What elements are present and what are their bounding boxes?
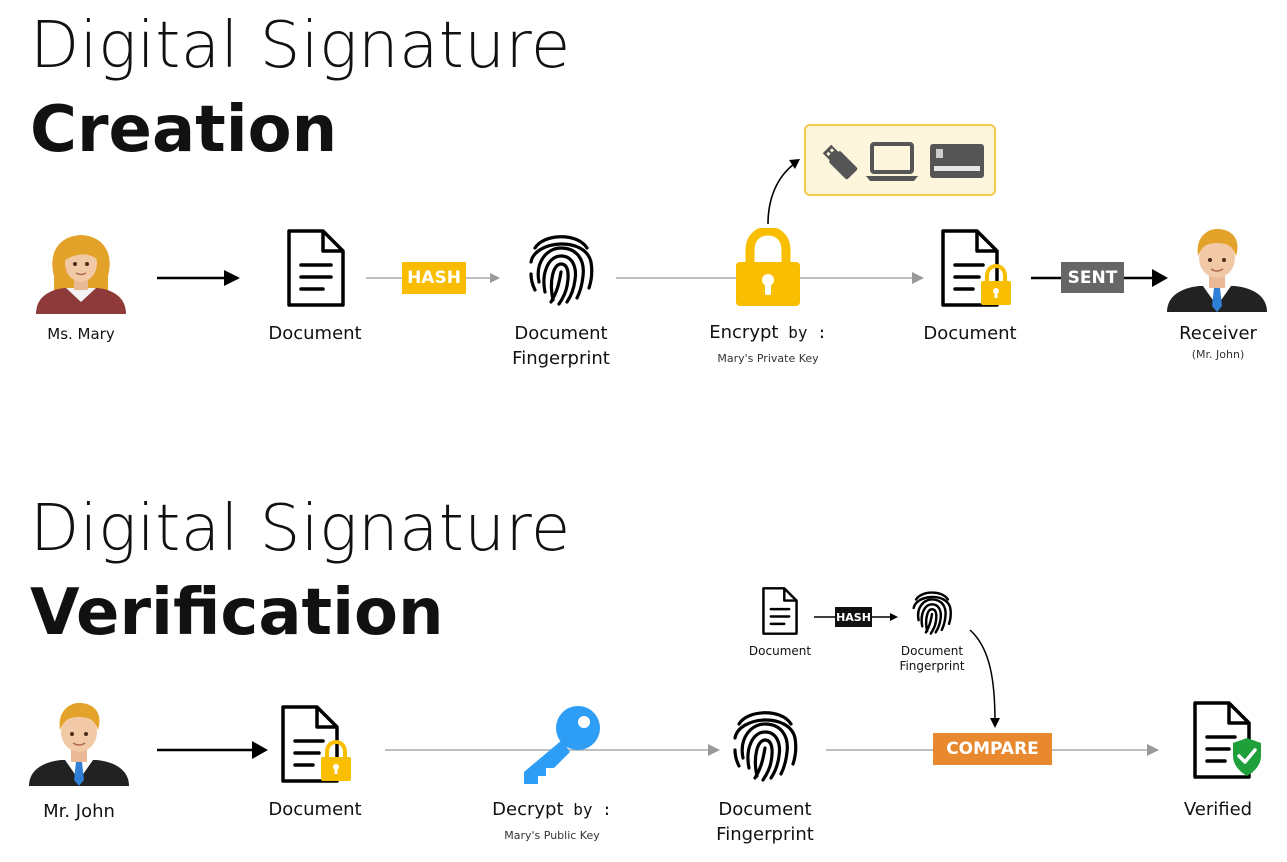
compare-tag: COMPARE (933, 733, 1052, 765)
public-key-node (518, 702, 604, 788)
arrow-lock-to-devices (767, 163, 795, 225)
side-hash-tag: HASH (835, 607, 872, 627)
side-fingerprint-line1: Document (900, 644, 964, 658)
encrypt-text: Encrypt (709, 322, 779, 343)
receiver-label: Receiver (1179, 323, 1257, 344)
fingerprint-label-line1: Document (514, 323, 608, 344)
decrypt-text: Decrypt (492, 799, 564, 820)
fingerprint-label-line2: Fingerprint (512, 348, 610, 369)
usb-drive-icon (822, 144, 858, 180)
arrow-side-fingerprint-to-compare (969, 629, 996, 723)
mr-john-label: Mr. John (43, 801, 115, 822)
encrypt-by-text: by : (788, 323, 827, 342)
document-icon (762, 587, 798, 635)
verification-fingerprint-line2: Fingerprint (716, 824, 814, 845)
decrypt-label: Decrypt by : (474, 799, 630, 820)
verification-fingerprint-label: Document Fingerprint (700, 797, 830, 847)
verification-document-node (279, 704, 353, 784)
mr-john-avatar (29, 700, 129, 786)
document-label: Document (268, 323, 362, 344)
document-icon (287, 229, 345, 307)
fingerprint-icon (912, 591, 953, 635)
document-node (285, 228, 347, 308)
man-icon (1167, 228, 1267, 312)
verified-document-node (1191, 700, 1265, 780)
receiver-avatar (1167, 226, 1267, 312)
laptop-icon (866, 142, 918, 181)
side-document-label: Document (748, 644, 812, 658)
encrypt-label: Encrypt by : (690, 322, 846, 343)
verification-fingerprint-line1: Document (718, 799, 812, 820)
locked-document-icon (941, 229, 1011, 307)
side-fingerprint-label: Document Fingerprint (892, 644, 972, 674)
creation-title-light: Digital Signature (30, 9, 571, 83)
public-key-label: Mary's Public Key (504, 829, 600, 842)
side-document-node (761, 586, 799, 636)
verification-fingerprint-node (729, 702, 801, 784)
lock-node (733, 228, 803, 308)
verified-document-icon (1193, 701, 1261, 779)
fingerprint-node (525, 226, 597, 308)
ms-mary-label: Ms. Mary (47, 325, 115, 343)
hash-tag: HASH (402, 262, 466, 294)
woman-icon (36, 235, 126, 314)
decrypt-by-text: by : (573, 800, 612, 819)
signed-document-label: Document (923, 323, 1017, 344)
verification-title-light: Digital Signature (30, 492, 571, 566)
verification-document-label: Document (268, 799, 362, 820)
side-fingerprint-line2: Fingerprint (899, 659, 965, 673)
signed-document-node (939, 228, 1013, 308)
lock-icon (736, 228, 800, 306)
fingerprint-icon (529, 235, 594, 306)
receiver-name-label: (Mr. John) (1191, 348, 1245, 361)
verified-label: Verified (1183, 799, 1253, 820)
private-key-label: Mary's Private Key (717, 352, 819, 365)
sent-tag: SENT (1061, 262, 1124, 293)
man-icon (29, 702, 129, 786)
locked-document-icon (281, 705, 351, 783)
fingerprint-icon (733, 711, 798, 782)
smart-card-icon (930, 144, 984, 178)
verification-title-bold: Verification (30, 576, 444, 650)
key-storage-devices-box (804, 124, 996, 196)
ms-mary-avatar (36, 230, 126, 314)
key-icon (524, 706, 600, 784)
fingerprint-label: Document Fingerprint (496, 321, 626, 371)
side-fingerprint-node (910, 586, 954, 636)
creation-title-bold: Creation (30, 93, 338, 167)
